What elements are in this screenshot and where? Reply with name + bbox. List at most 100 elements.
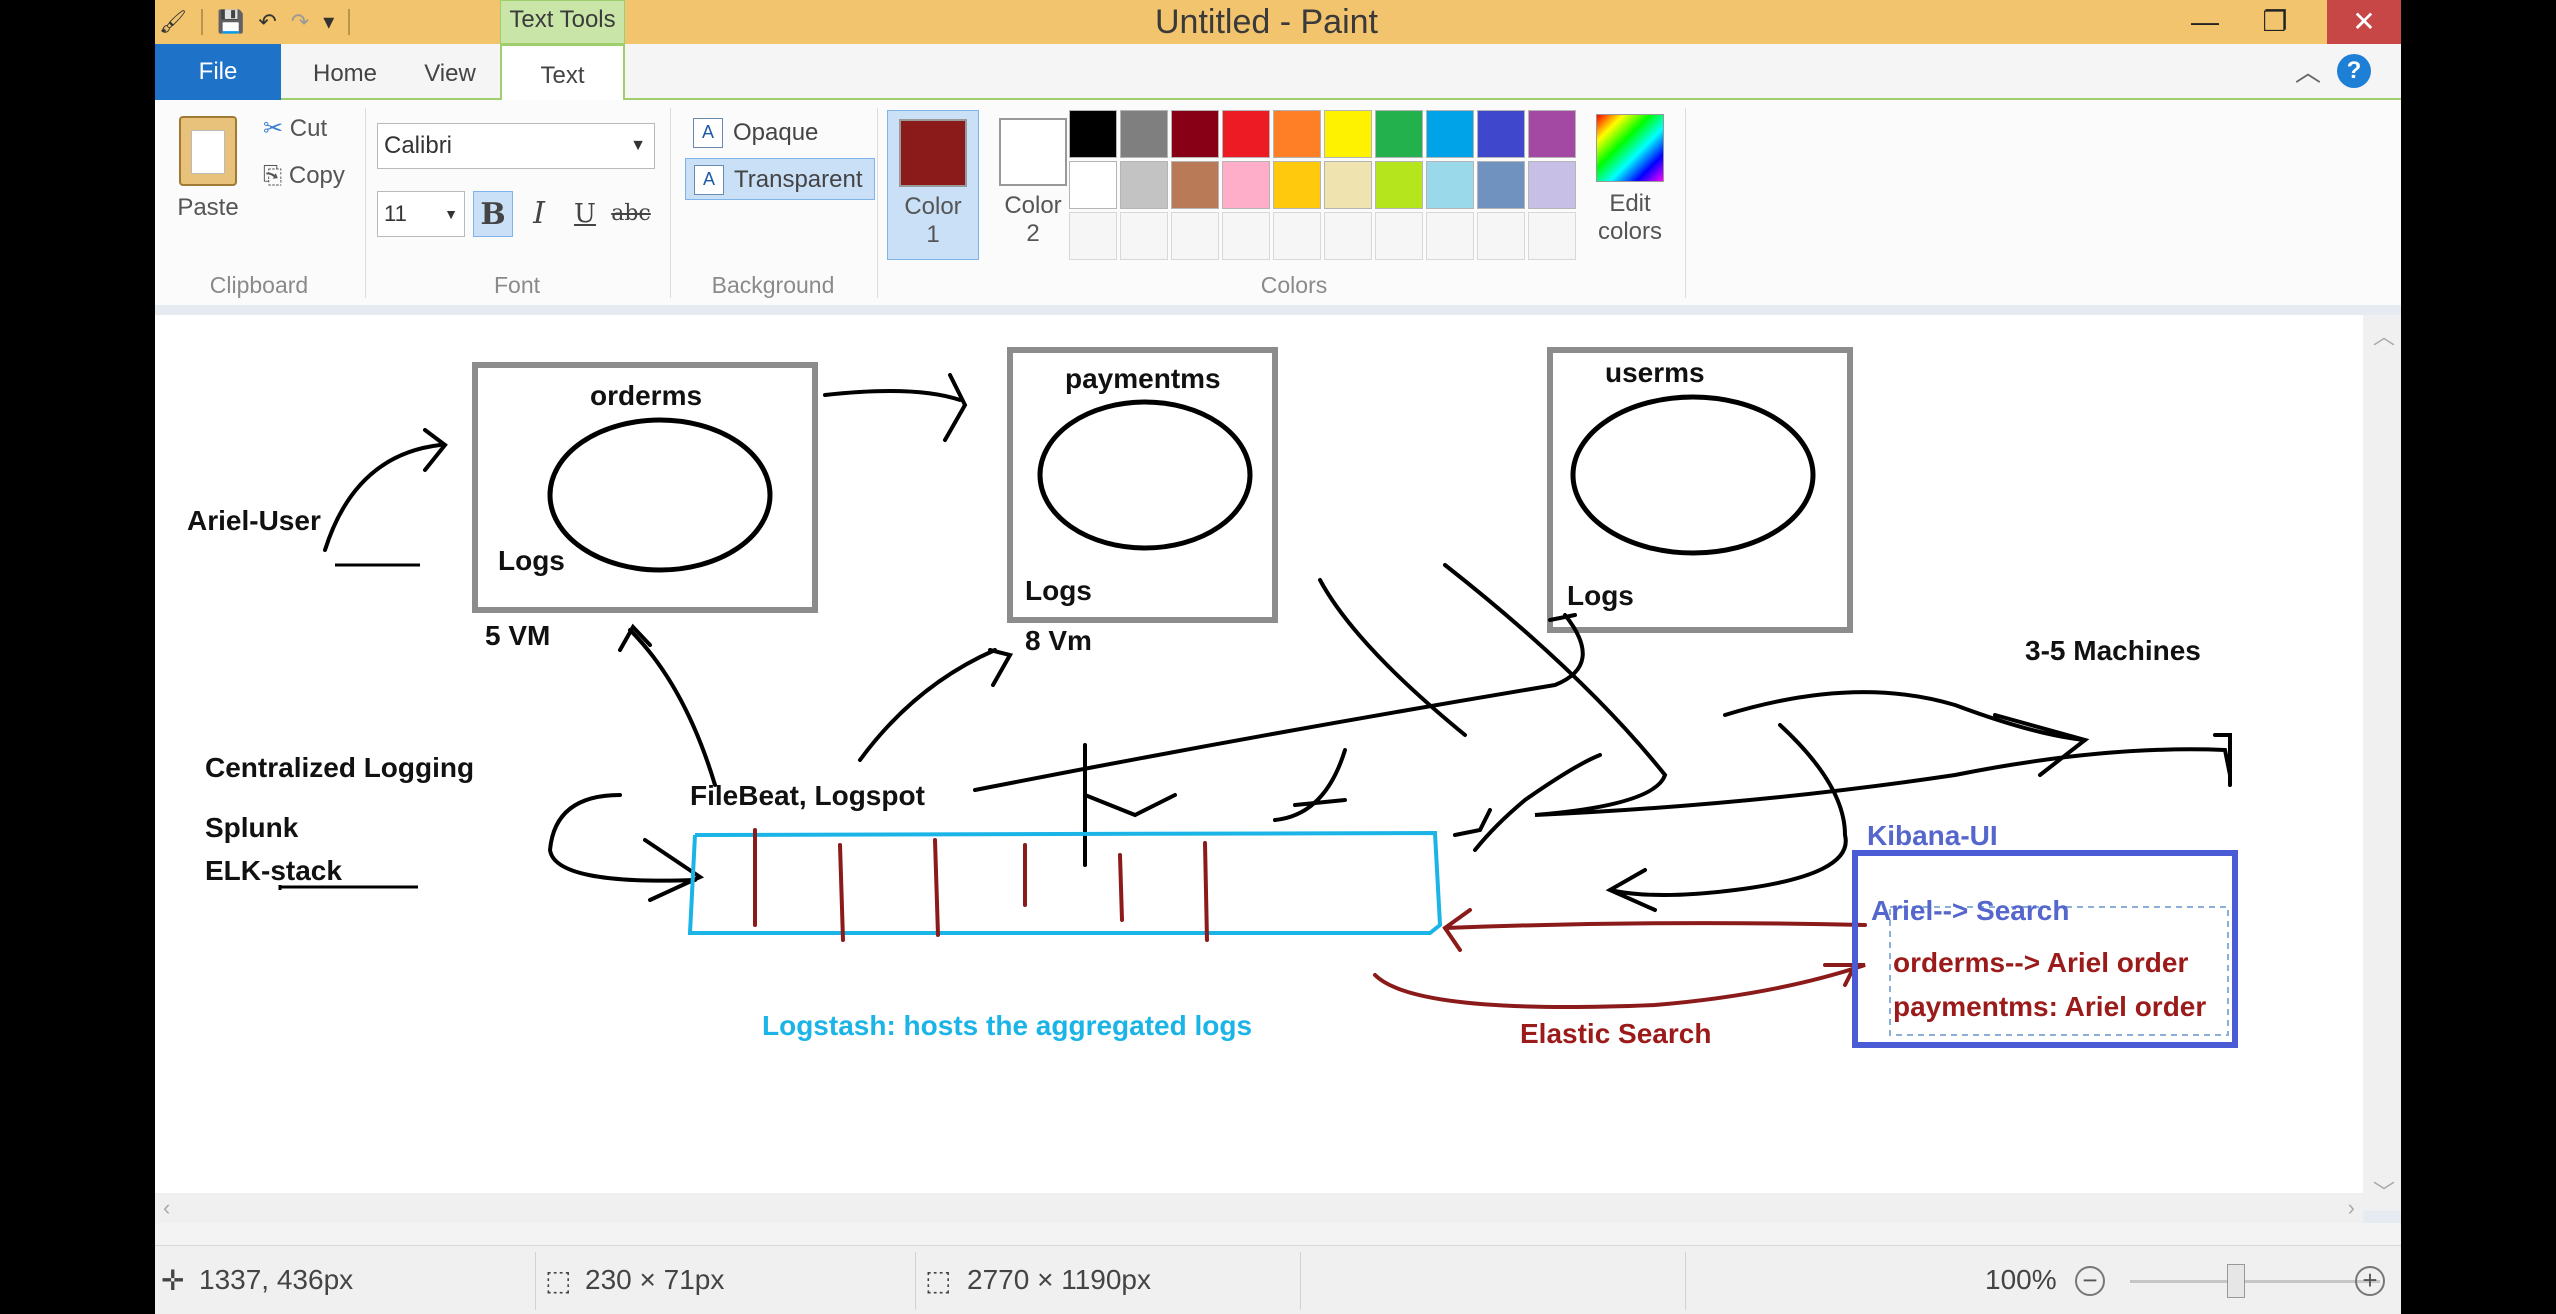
- tab-file[interactable]: File: [155, 44, 281, 100]
- qat-separator: [348, 9, 351, 35]
- tab-view[interactable]: View: [424, 60, 476, 87]
- work-area: orderms paymentms userms Logs Logs Logs …: [155, 305, 2401, 1223]
- copy-icon: ⎘: [263, 162, 283, 189]
- status-bar: ✛ 1337, 436px ⬚ 230 × 71px ⬚ 2770 × 1190…: [155, 1245, 2401, 1314]
- palette-swatch[interactable]: [1375, 161, 1423, 209]
- logstash-label: Logstash: hosts the aggregated logs: [762, 1010, 1253, 1041]
- help-icon[interactable]: ?: [2337, 54, 2371, 88]
- opaque-label: Opaque: [733, 119, 819, 146]
- copy-label: Copy: [288, 162, 345, 189]
- palette-swatch[interactable]: [1426, 161, 1474, 209]
- palette-swatch[interactable]: [1171, 110, 1219, 158]
- palette-swatch[interactable]: [1375, 110, 1423, 158]
- background-group-label: Background: [711, 272, 835, 298]
- custom-color-slot[interactable]: [1426, 212, 1474, 260]
- italic-button[interactable]: I: [533, 196, 545, 231]
- tab-text[interactable]: Text: [500, 44, 625, 102]
- palette-swatch[interactable]: [1069, 161, 1117, 209]
- color2-button[interactable]: Color 2: [987, 110, 1079, 260]
- palette-swatch[interactable]: [1426, 110, 1474, 158]
- paymentms-ariel-order-text[interactable]: paymentms: Ariel order: [1893, 991, 2207, 1022]
- palette-swatch[interactable]: [1528, 110, 1576, 158]
- custom-color-slot[interactable]: [1069, 212, 1117, 260]
- palette-swatch[interactable]: [1171, 161, 1219, 209]
- userms-circle: [1570, 394, 1816, 556]
- zoom-out-icon[interactable]: −: [2075, 1266, 2105, 1296]
- machines-lines: [1443, 563, 2232, 817]
- minimize-icon[interactable]: —: [2191, 6, 2219, 37]
- customize-qat-icon[interactable]: ▾: [323, 9, 335, 34]
- strikethrough-button[interactable]: abc: [611, 201, 651, 226]
- canvas-size-icon: ⬚: [925, 1265, 952, 1296]
- logs-to-userms-arrow: [973, 613, 1585, 792]
- zoom-slider-track[interactable]: [2130, 1280, 2380, 1283]
- zoom-slider-thumb[interactable]: [2227, 1264, 2245, 1298]
- canvas-size: 2770 × 1190px: [967, 1264, 1151, 1295]
- palette-swatch[interactable]: [1528, 161, 1576, 209]
- undo-icon[interactable]: ↶: [258, 9, 277, 34]
- group-separator: [670, 108, 671, 298]
- palette-swatch[interactable]: [1324, 110, 1372, 158]
- edit-colors-button[interactable]: Edit colors: [1585, 114, 1675, 246]
- text-selection-box: [1889, 906, 2229, 1036]
- palette-swatch[interactable]: [1222, 161, 1270, 209]
- orderms-ariel-order-text[interactable]: orderms--> Ariel order: [1893, 947, 2189, 978]
- paste-button[interactable]: Paste: [173, 110, 243, 222]
- scroll-left-icon[interactable]: ‹: [163, 1195, 171, 1220]
- custom-color-slot[interactable]: [1273, 212, 1321, 260]
- user-arrow: [323, 428, 448, 552]
- machines-label: 3-5 Machines: [2025, 635, 2201, 666]
- drawing-canvas[interactable]: orderms paymentms userms Logs Logs Logs …: [155, 315, 2363, 1211]
- collapse-ribbon-icon[interactable]: ︿: [2294, 57, 2321, 87]
- palette-swatch[interactable]: [1069, 110, 1117, 158]
- scroll-down-icon[interactable]: ﹀: [2373, 1180, 2396, 1205]
- horizontal-scrollbar[interactable]: ‹ ›: [155, 1193, 2363, 1223]
- palette-swatch[interactable]: [1273, 161, 1321, 209]
- palette-swatch[interactable]: [1222, 110, 1270, 158]
- custom-color-slot[interactable]: [1477, 212, 1525, 260]
- font-size-select[interactable]: 11▼: [377, 191, 465, 237]
- zoom-in-icon[interactable]: +: [2355, 1266, 2385, 1296]
- scroll-up-icon[interactable]: ︿: [2373, 324, 2396, 349]
- underline-button[interactable]: U: [574, 199, 596, 229]
- font-size-value: 11: [384, 201, 407, 226]
- save-icon[interactable]: 💾: [216, 9, 245, 34]
- font-family-select[interactable]: Calibri▼: [377, 123, 655, 169]
- zoom-level: 100%: [1985, 1264, 2057, 1295]
- palette-swatch[interactable]: [1273, 110, 1321, 158]
- custom-color-slot[interactable]: [1171, 212, 1219, 260]
- transparent-label: Transparent: [734, 166, 863, 193]
- cut-button[interactable]: ✂ Cut: [263, 114, 327, 143]
- group-separator: [365, 108, 366, 298]
- close-icon[interactable]: ✕: [2327, 0, 2401, 44]
- custom-color-slot[interactable]: [1324, 212, 1372, 260]
- custom-color-slot[interactable]: [1222, 212, 1270, 260]
- palette-swatch[interactable]: [1120, 110, 1168, 158]
- palette-swatch[interactable]: [1477, 161, 1525, 209]
- custom-color-slot[interactable]: [1375, 212, 1423, 260]
- scroll-right-icon[interactable]: ›: [2347, 1195, 2355, 1220]
- log-bars: [753, 828, 1209, 942]
- color1-button[interactable]: Color 1: [887, 110, 979, 260]
- palette-swatch[interactable]: [1324, 161, 1372, 209]
- font-group-label: Font: [493, 272, 541, 298]
- restore-icon[interactable]: ❐: [2262, 6, 2288, 37]
- vertical-scrollbar[interactable]: ︿ ﹀: [2363, 315, 2401, 1211]
- palette-swatch[interactable]: [1477, 110, 1525, 158]
- tab-home[interactable]: Home: [312, 60, 378, 87]
- custom-color-slot[interactable]: [1120, 212, 1168, 260]
- redo-icon[interactable]: ↷: [290, 9, 310, 34]
- selection-size-icon: ⬚: [545, 1265, 572, 1296]
- copy-button[interactable]: ⎘ Copy: [263, 162, 345, 190]
- vm5-label: 5 VM: [485, 620, 551, 651]
- paint-app-icon[interactable]: 🖌: [159, 9, 187, 34]
- elk-stack-label: ELK-stack: [205, 855, 342, 886]
- custom-color-slot[interactable]: [1528, 212, 1576, 260]
- bold-button[interactable]: B: [473, 191, 513, 237]
- palette-swatch[interactable]: [1120, 161, 1168, 209]
- paymentms-label: paymentms: [1065, 363, 1221, 394]
- userms-machines-arrow: [1723, 690, 2090, 777]
- elastic-arrow-2: [1373, 963, 1866, 1009]
